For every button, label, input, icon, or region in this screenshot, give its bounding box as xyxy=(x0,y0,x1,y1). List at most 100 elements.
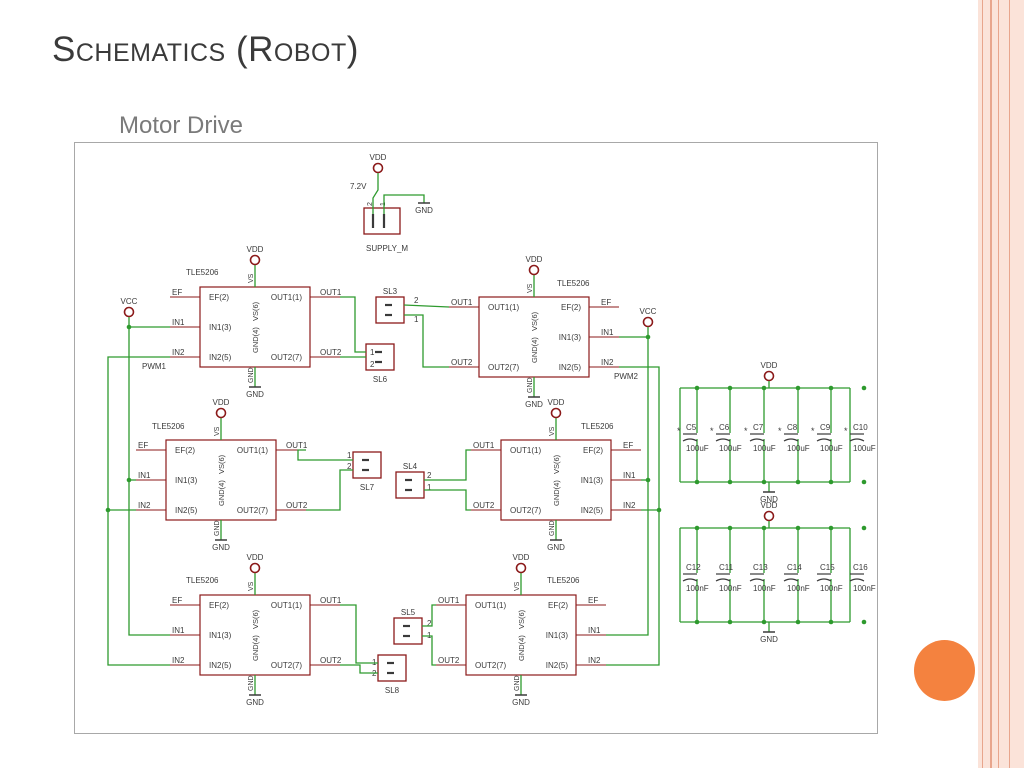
polarity-mark: * xyxy=(811,426,815,436)
chip-out1-pin: OUT1(1) xyxy=(510,446,541,455)
chip-in2-pin: IN2(5) xyxy=(546,661,569,670)
wire-out2-c3 xyxy=(306,469,353,511)
net-ef-label: EF xyxy=(172,288,182,297)
chip-ef-pin: EF(2) xyxy=(561,303,581,312)
net-out2-label: OUT2 xyxy=(438,656,460,665)
cap-bank-vdd-label: VDD xyxy=(761,501,778,510)
capacitor-value: 100nF xyxy=(820,584,843,593)
chip-in1-pin: IN1(3) xyxy=(209,323,232,332)
wire-sl3-c2-out2 xyxy=(404,314,449,368)
capacitor-plate xyxy=(783,438,799,442)
capacitor-value: 100uF xyxy=(686,444,709,453)
chip-vdd-symbol xyxy=(215,407,227,419)
connector-SL4 xyxy=(395,471,425,499)
wire-pwm2-right-bus xyxy=(606,366,660,666)
supply-name: SUPPLY_M xyxy=(366,244,408,253)
chip-gnd-pin: GND xyxy=(248,675,255,691)
chip-out1-pin: OUT1(1) xyxy=(488,303,519,312)
junction-dot xyxy=(861,525,867,531)
gnd-label: GND xyxy=(760,635,778,644)
junction-dot xyxy=(694,385,700,391)
gnd-label: GND xyxy=(246,390,264,399)
junction-dot xyxy=(656,507,662,513)
net-in2-label: IN2 xyxy=(623,501,636,510)
pin-number: 2 xyxy=(427,471,432,480)
capacitor-value: 100uF xyxy=(820,444,843,453)
connector-label: SL6 xyxy=(373,375,388,384)
connector-label: SL5 xyxy=(401,608,416,617)
capacitor-plate xyxy=(715,578,731,582)
capacitor-plate xyxy=(682,438,698,442)
chip-gnd4-label: GND(4) xyxy=(517,635,526,661)
chip-in2-pin: IN2(5) xyxy=(209,353,232,362)
junction-dot xyxy=(761,479,767,485)
section-label: Motor Drive xyxy=(119,112,244,139)
gnd-label: GND xyxy=(212,543,230,552)
capacitor-value: 100nF xyxy=(686,584,709,593)
wire-supply-gnd xyxy=(383,194,425,214)
chip-in2-pin: IN2(5) xyxy=(209,661,232,670)
cap-bank-vdd-symbol xyxy=(763,510,775,522)
net-out1-label: OUT1 xyxy=(473,441,495,450)
chip-out2-pin: OUT2(7) xyxy=(475,661,506,670)
chip-out1-pin: OUT1(1) xyxy=(237,446,268,455)
junction-dot xyxy=(861,619,867,625)
chip-gnd4-label: GND(4) xyxy=(251,635,260,661)
capacitor-plate xyxy=(715,438,731,442)
capacitor-plate xyxy=(849,578,865,582)
chip-vdd-label: VDD xyxy=(548,398,565,407)
junction-dot xyxy=(828,525,834,531)
net-out1-label: OUT1 xyxy=(451,298,473,307)
net-out1-label: OUT1 xyxy=(320,288,342,297)
net-in2-label: IN2 xyxy=(601,358,614,367)
supply-pin2: 2 xyxy=(367,202,374,206)
chip-out1-pin: OUT1(1) xyxy=(475,601,506,610)
chip-out1-pin: OUT1(1) xyxy=(271,293,302,302)
junction-dot xyxy=(795,479,801,485)
capacitor-value: 100nF xyxy=(719,584,742,593)
decorative-orange-circle xyxy=(914,640,975,701)
net-in2-label: IN2 xyxy=(172,656,185,665)
wire-sl4-c4-out2 xyxy=(424,489,471,511)
junction-dot xyxy=(645,334,651,340)
wire-vcc-left-bus xyxy=(128,317,170,636)
chip-name: TLE5206 xyxy=(547,576,580,585)
polarity-mark: * xyxy=(744,426,748,436)
polarity-mark: * xyxy=(677,426,681,436)
chip-name: TLE5206 xyxy=(186,268,219,277)
net-ef-label: EF xyxy=(138,441,148,450)
chip-vdd-label: VDD xyxy=(513,553,530,562)
wire-out1-c3 xyxy=(297,449,353,461)
chip-name: TLE5206 xyxy=(581,422,614,431)
junction-dot xyxy=(694,525,700,531)
connector-label: SL7 xyxy=(360,483,375,492)
chip-vdd-label: VDD xyxy=(247,245,264,254)
net-ef-label: EF xyxy=(623,441,633,450)
chip-vs-pin: VS xyxy=(549,426,556,436)
net-out1-label: OUT1 xyxy=(320,596,342,605)
chip-out2-pin: OUT2(7) xyxy=(237,506,268,515)
chip-in2-pin: IN2(5) xyxy=(559,363,582,372)
polarity-mark: * xyxy=(710,426,714,436)
junction-dot xyxy=(727,525,733,531)
slide-title: Schematics (Robot) xyxy=(52,30,359,69)
chip-gnd-pin: GND xyxy=(214,520,221,536)
net-in2-label: IN2 xyxy=(588,656,601,665)
chip-vs-pin: VS xyxy=(527,283,534,293)
chip-vs-pin: VS xyxy=(248,581,255,591)
junction-dot xyxy=(694,479,700,485)
net-in2-label: IN2 xyxy=(138,501,151,510)
chip-in1-pin: IN1(3) xyxy=(175,476,198,485)
net-out2-label: OUT2 xyxy=(320,656,342,665)
gnd-label: GND xyxy=(547,543,565,552)
chip-gnd-pin: GND xyxy=(549,520,556,536)
connector-SL5 xyxy=(393,617,423,645)
capacitor-name: C13 xyxy=(753,563,768,572)
junction-dot xyxy=(828,385,834,391)
wire-vcc-right-bus xyxy=(606,327,649,636)
pin-number: 1 xyxy=(370,348,375,357)
chip-ef-pin: EF(2) xyxy=(209,601,229,610)
capacitor-value: 100uF xyxy=(787,444,810,453)
junction-dot xyxy=(126,324,132,330)
chip-gnd4-label: GND(4) xyxy=(530,337,539,363)
